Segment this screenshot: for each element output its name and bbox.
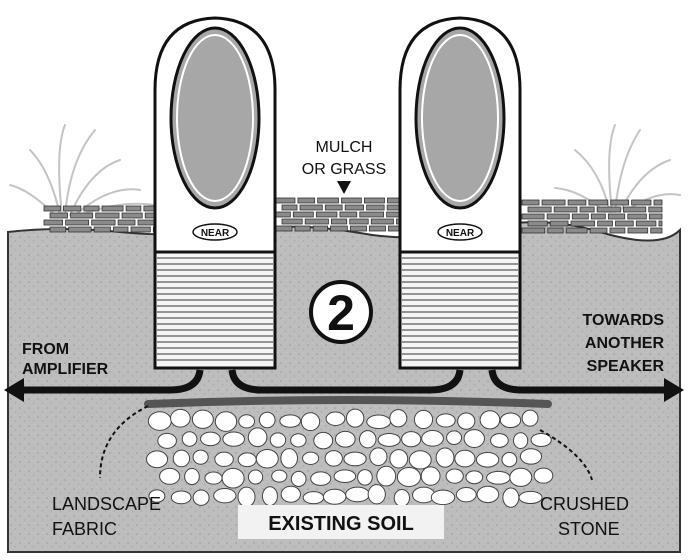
soil-label-box bbox=[238, 505, 444, 539]
landscape-fabric bbox=[144, 396, 552, 408]
grass-right-icon bbox=[554, 124, 681, 213]
stone-leader bbox=[539, 429, 593, 481]
fabric-label-line1: LANDSCAPE bbox=[52, 494, 161, 514]
stone-label-line1: CRUSHED bbox=[540, 494, 629, 514]
towards-label-line1: TOWARDS bbox=[583, 312, 665, 329]
mulch-arrow-icon bbox=[337, 181, 351, 194]
mulch-middle bbox=[275, 197, 401, 232]
from-label-line2: AMPLIFIER bbox=[22, 361, 109, 378]
mulch-label-line1: MULCH bbox=[316, 139, 373, 156]
step-badge: 2 bbox=[309, 280, 373, 344]
brand-badge bbox=[192, 223, 238, 241]
mulch-label-line2: OR GRASS bbox=[302, 161, 386, 178]
grass-left-icon bbox=[9, 124, 156, 216]
speaker-cable bbox=[4, 369, 684, 402]
crushed-stone-bed bbox=[146, 408, 554, 508]
arrow-right-icon bbox=[664, 378, 684, 402]
mulch-right bbox=[521, 199, 663, 234]
towards-label-line3: SPEAKER bbox=[587, 358, 665, 375]
brand-badge bbox=[437, 223, 483, 241]
fabric-label-line2: FABRIC bbox=[52, 519, 117, 539]
arrow-left-icon bbox=[4, 378, 24, 402]
speaker-right: NEAR bbox=[398, 16, 522, 370]
fabric-leader bbox=[99, 405, 149, 479]
brand-label: NEAR bbox=[446, 228, 475, 239]
stone-label-line2: STONE bbox=[558, 519, 620, 539]
step-number: 2 bbox=[327, 285, 355, 341]
soil-label: EXISTING SOIL bbox=[268, 513, 414, 535]
brand-label: NEAR bbox=[201, 228, 230, 239]
speaker-left: NEAR bbox=[153, 16, 277, 370]
speaker-grille bbox=[414, 26, 506, 210]
from-label-line1: FROM bbox=[22, 341, 69, 358]
mulch-left bbox=[43, 205, 157, 233]
speaker-grille bbox=[169, 26, 261, 210]
towards-label-line2: ANOTHER bbox=[585, 335, 665, 352]
